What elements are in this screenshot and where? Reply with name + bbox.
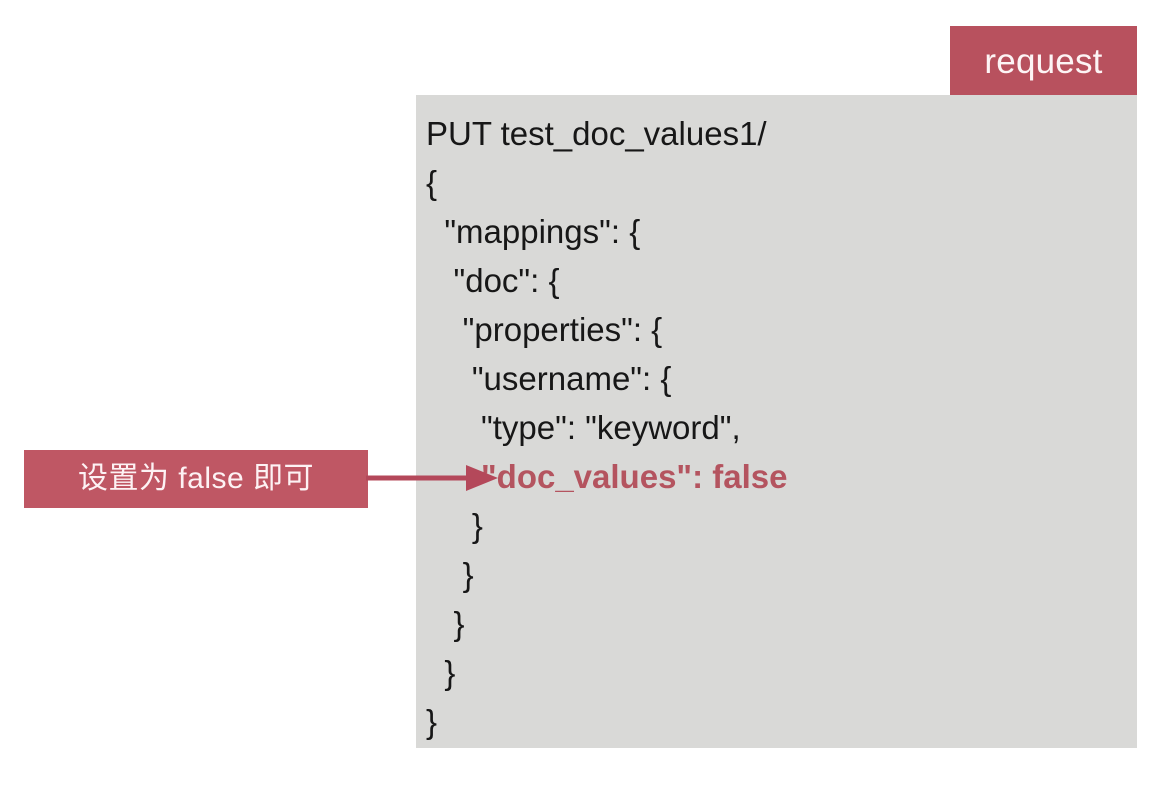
- code-line: }: [426, 556, 474, 593]
- code-line: }: [426, 507, 483, 544]
- code-line: }: [426, 605, 465, 642]
- code-line: "mappings": {: [426, 213, 641, 250]
- code-line: }: [426, 703, 438, 740]
- annotation-arrow-icon: [366, 465, 498, 491]
- code-line: "properties": {: [426, 311, 663, 348]
- code-line: "doc": {: [426, 262, 560, 299]
- request-badge-label: request: [984, 41, 1103, 81]
- annotation-callout: 设置为 false 即可: [24, 450, 368, 508]
- annotation-callout-label: 设置为 false 即可: [77, 462, 315, 495]
- code-line-doc-values-highlighted: "doc_values": false: [426, 458, 788, 495]
- request-badge: request: [950, 26, 1137, 96]
- code-line: "type": "keyword",: [426, 409, 741, 446]
- request-code-panel: PUT test_doc_values1/ { "mappings": { "d…: [416, 95, 1137, 748]
- code-line: {: [426, 164, 438, 201]
- code-line: }: [426, 654, 456, 691]
- code-line: "username": {: [426, 360, 672, 397]
- code-line: PUT test_doc_values1/: [426, 115, 767, 152]
